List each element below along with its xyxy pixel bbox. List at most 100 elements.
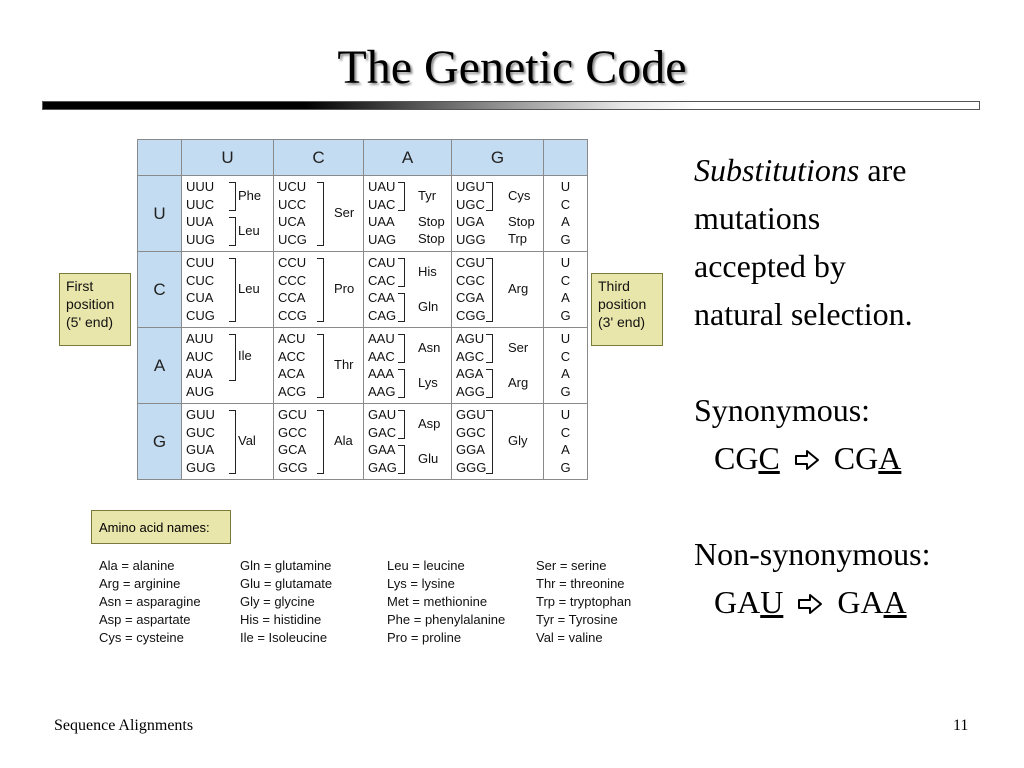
third-position-letter: G (560, 459, 571, 475)
codon: UGU (456, 179, 485, 194)
nonsyn-from-prefix: GA (714, 584, 761, 620)
third-position-letter: A (561, 442, 570, 457)
codon: AGU (456, 331, 485, 346)
legend-entry: Tyr = Tyrosine (536, 612, 618, 627)
amino-acid-label: Pro (334, 281, 355, 296)
codon: UCC (278, 196, 307, 212)
amino-acid-label: Glu (418, 450, 439, 466)
amino-acid-legend-title: Amino acid names: (91, 510, 231, 544)
amino-acid-label: Phe (238, 187, 262, 203)
codon-bracket (486, 334, 493, 363)
codon: AAG (368, 383, 396, 399)
codon-bracket (229, 334, 236, 381)
codon-bracket (398, 369, 405, 398)
codon: GUG (186, 459, 216, 475)
codon: GCC (278, 424, 307, 440)
legend-entry: Asn = asparagine (99, 594, 201, 609)
codon: GGC (456, 424, 486, 440)
definition-line-3: natural selection. (694, 296, 913, 332)
codon: GGA (456, 442, 485, 457)
codon-bracket (486, 369, 493, 398)
codon: UGA (456, 214, 485, 229)
title-rule (42, 101, 980, 110)
codon: AGA (456, 366, 484, 381)
second-position-header: U (182, 140, 274, 176)
codon: AUG (186, 383, 215, 399)
position-label-line: Third (598, 278, 630, 294)
amino-acid-label: Ser (334, 205, 355, 220)
codon-bracket (486, 182, 493, 211)
first-position-cell: G (138, 404, 182, 480)
codon-bracket (317, 410, 324, 474)
position-label-line: position (66, 296, 115, 312)
third-position-letter: U (560, 407, 571, 422)
third-position-letter: C (560, 272, 571, 288)
codon: UCA (278, 214, 306, 229)
legend-entry: Gln = glutamine (240, 558, 332, 573)
codon: CAG (368, 307, 397, 323)
codon-bracket (486, 258, 493, 322)
codon: CUA (186, 290, 214, 305)
substitutions-word: Substitutions (694, 152, 860, 188)
syn-from-prefix: CG (714, 440, 759, 476)
codon: ACA (278, 366, 305, 381)
amino-acid-label: Arg (508, 281, 529, 296)
codon: UUG (186, 231, 215, 247)
amino-acid-label: Val (238, 433, 256, 448)
codon-bracket (486, 410, 493, 474)
amino-acid-label: Stop (418, 231, 445, 247)
codon: AAC (368, 348, 395, 364)
legend-entry: Val = valine (536, 630, 603, 645)
codon-bracket (398, 334, 405, 363)
third-position-letter: C (560, 196, 571, 212)
first-position-cell: C (138, 252, 182, 328)
codon-bracket (229, 258, 236, 322)
codon: GAC (368, 424, 397, 440)
substitutions-line: Substitutions are (694, 146, 906, 194)
amino-acid-label: Tyr (418, 187, 437, 203)
legend-entry: Met = methionine (387, 594, 488, 609)
codon: CUG (186, 307, 215, 323)
footer-title: Sequence Alignments (54, 717, 194, 734)
nonsynonymous-label: Non-synonymous: (694, 536, 931, 572)
codon: UUU (186, 179, 215, 194)
second-position-header: G (452, 140, 544, 176)
codon: UAU (368, 179, 396, 194)
third-position-header (544, 140, 588, 176)
codon: ACC (278, 348, 306, 364)
amino-acid-label: Asp (418, 415, 441, 431)
synonymous-example: CGC CGA (714, 434, 901, 482)
position-label-line: (3' end) (598, 314, 646, 330)
substitutions-rest: are (867, 152, 907, 188)
codon: UCG (278, 231, 307, 247)
legend-entry: Ala = alanine (99, 558, 175, 573)
second-position-letter: U (221, 147, 234, 167)
codon: CGU (456, 255, 485, 270)
legend-entry: Lys = lysine (387, 576, 455, 591)
legend-entry: Phe = phenylalanine (387, 612, 506, 627)
syn-from-changed: C (758, 440, 780, 476)
legend-entry: Gly = glycine (240, 594, 315, 609)
third-position-letter: A (561, 366, 570, 381)
right-arrow-icon (794, 450, 819, 470)
definition-line-1: mutations (694, 200, 821, 236)
codon: GCG (278, 459, 308, 475)
amino-acid-label: Gly (508, 433, 528, 448)
